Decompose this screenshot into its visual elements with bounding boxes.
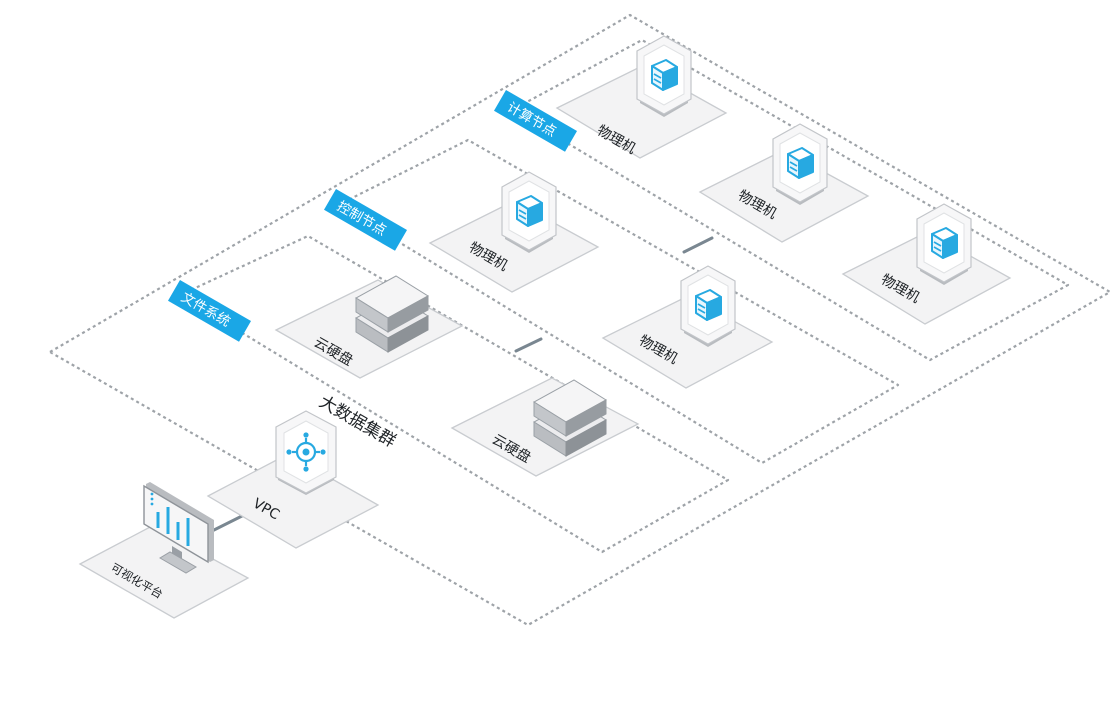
cluster-boundary bbox=[48, 13, 1112, 627]
server-icon bbox=[916, 203, 972, 286]
control-group-boundary bbox=[336, 138, 900, 465]
connector-control-compute bbox=[682, 236, 714, 254]
vpc-node: VPC bbox=[206, 410, 380, 549]
monitor-chart-icon bbox=[143, 482, 214, 574]
server-icon bbox=[501, 171, 557, 254]
visualization-platform-node: 可视化平台 bbox=[78, 482, 250, 619]
compute-physical-machine-3: 物理机 bbox=[841, 203, 1012, 325]
server-icon bbox=[680, 265, 736, 348]
filesystem-tag: 文件系统 bbox=[168, 280, 252, 342]
compute-tag: 计算节点 bbox=[494, 90, 578, 152]
control-physical-machine-2: 物理机 bbox=[601, 265, 774, 389]
filesystem-group-boundary bbox=[178, 234, 730, 554]
cloud-disk-1: 云硬盘 bbox=[274, 275, 464, 379]
server-icon bbox=[636, 35, 692, 118]
compute-physical-machine-1: 物理机 bbox=[555, 35, 728, 159]
compute-physical-machine-2: 物理机 bbox=[698, 123, 870, 243]
control-physical-machine-1: 物理机 bbox=[428, 171, 600, 293]
vpc-icon bbox=[275, 410, 337, 495]
connector-filesystem-control bbox=[514, 337, 543, 353]
compute-group-boundary bbox=[510, 38, 1070, 362]
server-icon bbox=[772, 123, 828, 206]
cloud-disk-2: 云硬盘 bbox=[450, 377, 640, 477]
control-tag: 控制节点 bbox=[324, 189, 408, 251]
